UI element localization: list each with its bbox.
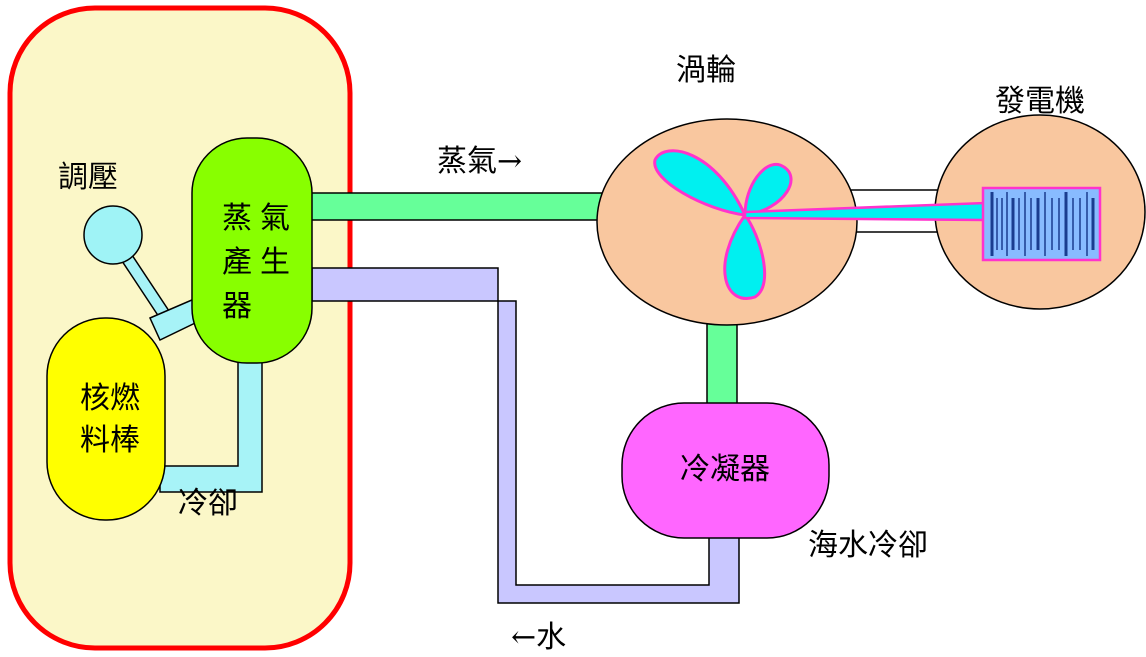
pressurizer-label: 調壓 [58, 160, 118, 195]
generator-coil-icon [981, 186, 1102, 262]
fuel-rods-label-line2: 料棒 [80, 423, 140, 458]
cooling-label: 冷卻 [178, 486, 238, 521]
fuel-rods-label-line1: 核燃 [80, 381, 140, 416]
turbine-blade-right [743, 162, 793, 217]
fuel-rods [46, 317, 166, 521]
turbine-condenser-pipe [706, 309, 738, 411]
pressurizer [83, 205, 143, 265]
steam-generator [191, 137, 313, 364]
steam-generator-char-1: 蒸 [222, 201, 252, 236]
water-flow-label: ←水 [511, 620, 566, 655]
steam-generator-char-3: 產 [222, 245, 252, 280]
steam-flow-label: 蒸氣→ [437, 144, 522, 179]
turbine-blade-left [653, 149, 748, 217]
steam-generator-char-5: 器 [222, 289, 252, 324]
generator-coil-frame [981, 186, 1102, 262]
generator-label: 發電機 [995, 84, 1085, 119]
turbine-housing [596, 118, 858, 326]
turbine-blade-bottom [723, 212, 767, 300]
steam-generator-char-2: 氣 [260, 201, 290, 236]
generator-coil-windings [990, 192, 1095, 256]
steam-pipe [309, 192, 603, 221]
steam-generator-char-4: 生 [260, 245, 290, 280]
condenser [621, 402, 830, 539]
condenser-label: 冷凝器 [680, 452, 770, 487]
turbine-label: 渦輪 [676, 53, 736, 88]
seawater-cooling-label: 海水冷卻 [808, 528, 928, 563]
turbine-blades-icon [653, 149, 793, 300]
